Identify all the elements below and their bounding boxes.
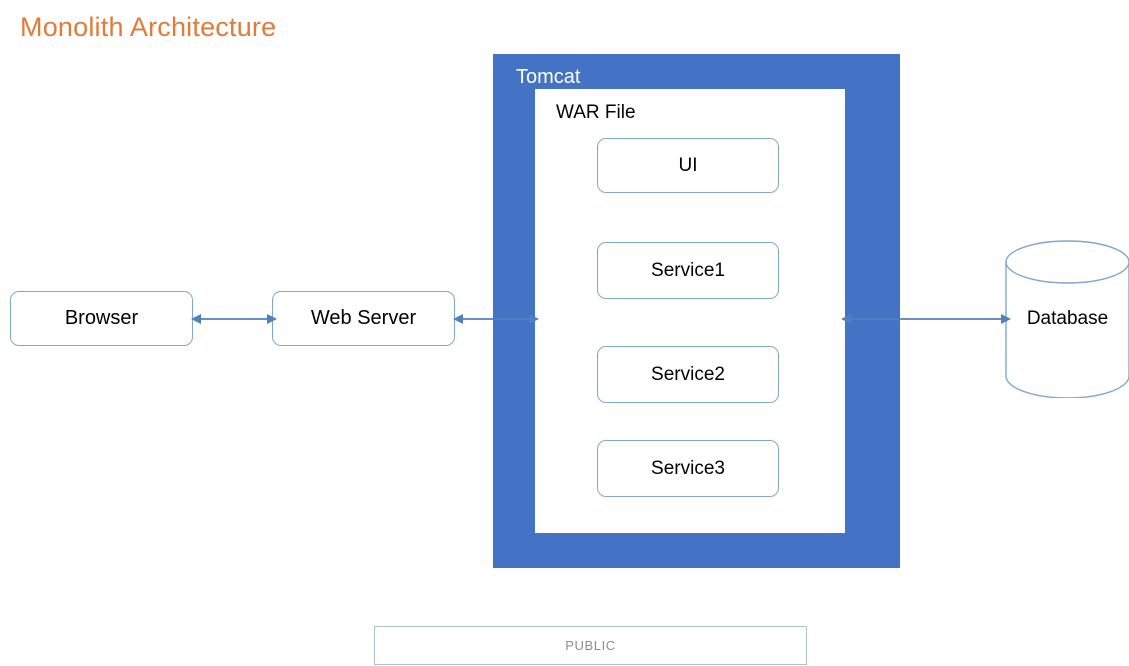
- page-title: Monolith Architecture: [20, 12, 277, 42]
- cylinder-icon: [1005, 240, 1129, 398]
- node-browser[interactable]: Browser: [10, 291, 193, 346]
- node-ui[interactable]: UI: [597, 138, 779, 193]
- public-label: PUBLIC: [565, 638, 616, 653]
- node-service3[interactable]: Service3: [597, 440, 779, 497]
- node-web-server[interactable]: Web Server: [272, 291, 455, 346]
- node-database[interactable]: Database: [1005, 240, 1129, 398]
- connector-browser-web-server: [190, 306, 278, 332]
- warfile-label: WAR File: [556, 102, 636, 123]
- node-service2[interactable]: Service2: [597, 346, 779, 403]
- tomcat-label: Tomcat: [516, 66, 581, 88]
- node-service1[interactable]: Service1: [597, 242, 779, 299]
- public-bar[interactable]: PUBLIC: [374, 626, 807, 665]
